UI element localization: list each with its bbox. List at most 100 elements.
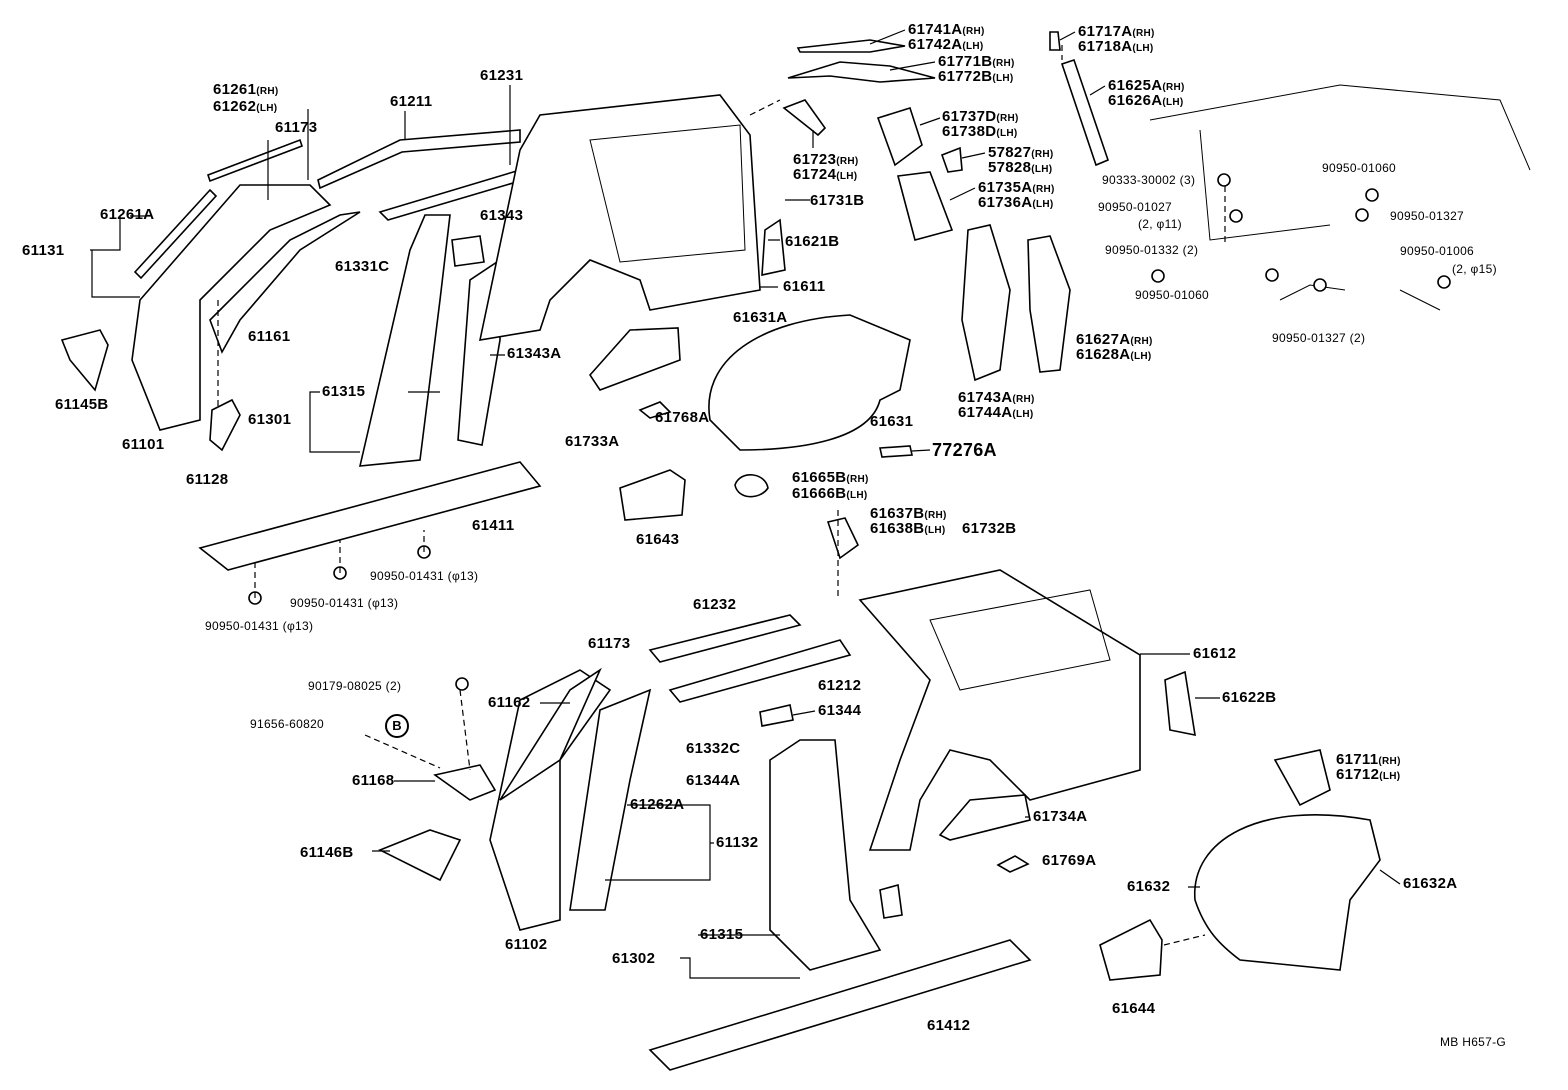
label-77276A: 77276A	[932, 440, 997, 460]
part-61145B-bracket	[60, 329, 109, 392]
label-61772B: 61772B(LH)	[938, 68, 1014, 85]
label-61173-lower: 61173	[588, 635, 631, 652]
label-57828: 57828(LH)	[988, 159, 1053, 176]
label-61102: 61102	[505, 936, 548, 953]
label-90950-01332: 90950-01332 (2)	[1105, 243, 1199, 257]
part-61261A-weatherstrip	[133, 188, 218, 280]
label-90950-01327-a: 90950-01327	[1390, 209, 1465, 223]
circled-b-reference: B	[385, 714, 409, 738]
label-61173-upper: 61173	[275, 119, 318, 136]
label-61621B: 61621B	[785, 233, 840, 250]
part-61643-bracket	[619, 469, 686, 521]
label-61411: 61411	[472, 517, 515, 534]
label-61343: 61343	[480, 207, 524, 224]
label-61261A: 61261A	[100, 206, 155, 223]
fastener-grommet	[1437, 275, 1451, 289]
label-90950-01006: 90950-01006	[1400, 244, 1475, 258]
label-61665B: 61665B(RH)	[792, 469, 869, 486]
part-61331C-reinforcement	[451, 235, 485, 267]
part-61637B-bracket	[826, 517, 860, 560]
part-61622B-bracket	[1164, 670, 1196, 737]
label-61638B: 61638B(LH)	[870, 520, 946, 537]
part-61711-bracket	[1273, 749, 1331, 807]
part-61611-quarter-panel	[478, 94, 761, 341]
label-91656-60820: 91656-60820	[250, 717, 325, 731]
label-61211: 61211	[390, 93, 433, 110]
label-61712: 61712(LH)	[1336, 766, 1401, 783]
label-90950-01060-a: 90950-01060	[1322, 161, 1397, 175]
part-61741A-brace	[796, 39, 906, 53]
label-61315-lower: 61315	[700, 926, 744, 943]
part-61261-moulding	[206, 138, 304, 183]
label-61262: 61262(LH)	[213, 98, 278, 115]
label-61737D: 61737D(RH)	[942, 108, 1019, 125]
part-61644-bracket	[1099, 918, 1163, 981]
part-61612-quarter-panel	[858, 569, 1141, 851]
label-61331C: 61331C	[335, 258, 390, 275]
part-61132-pillar	[569, 688, 652, 911]
part-61734A-panel	[938, 794, 1031, 841]
label-61343A: 61343A	[507, 345, 562, 362]
fastener-grommet	[1365, 188, 1379, 202]
label-61344: 61344	[818, 702, 862, 719]
part-61302-center-pillar	[769, 739, 882, 971]
label-61625A: 61625A(RH)	[1108, 77, 1185, 94]
part-61717A-clip	[1049, 31, 1061, 51]
label-61161: 61161	[248, 328, 291, 345]
part-57827-plate	[940, 146, 963, 173]
label-61232: 61232	[693, 596, 737, 613]
label-61628A: 61628A(LH)	[1076, 346, 1152, 363]
fastener-grommet	[1265, 268, 1279, 282]
label-90950-01006-qty: (2, φ15)	[1452, 262, 1497, 276]
label-61145B: 61145B	[55, 396, 109, 413]
part-61168-bracket	[433, 764, 497, 801]
fastener-grommet	[1355, 208, 1369, 222]
label-90950-01327-b: 90950-01327 (2)	[1272, 331, 1366, 345]
leader-lines	[90, 29, 1401, 979]
label-61771B: 61771B(RH)	[938, 53, 1015, 70]
label-61731B: 61731B	[810, 192, 865, 209]
label-61718A: 61718A(LH)	[1078, 38, 1154, 55]
label-61622B: 61622B	[1222, 689, 1277, 706]
part-61771B-brace	[787, 61, 936, 83]
label-61723: 61723(RH)	[793, 151, 859, 168]
label-61644: 61644	[1112, 1000, 1156, 1017]
label-90950-01431-a: 90950-01431 (φ13)	[370, 569, 479, 583]
fastener-bolt	[455, 677, 469, 691]
label-90950-01027-qty: (2, φ11)	[1138, 217, 1182, 231]
part-61733A-panel	[588, 327, 681, 391]
vehicle-body-outline	[1149, 84, 1531, 311]
part-61128-bracket	[209, 398, 241, 452]
part-61632-wheelhouse	[1194, 814, 1381, 971]
label-61315-upper: 61315	[322, 383, 366, 400]
quarter-window-opening	[589, 124, 746, 263]
part-61232-rail	[648, 614, 802, 663]
part-61743A-pillar	[961, 224, 1011, 382]
part-61344-reinforcement	[759, 704, 794, 727]
label-61231: 61231	[480, 67, 524, 84]
label-90950-01027: 90950-01027	[1098, 200, 1173, 214]
part-77276A-strip	[879, 445, 913, 458]
fastener-grommet	[1217, 173, 1231, 187]
label-61128: 61128	[186, 471, 229, 488]
label-61717A: 61717A(RH)	[1078, 23, 1155, 40]
label-90333-30002: 90333-30002 (3)	[1102, 173, 1196, 187]
label-61631: 61631	[870, 413, 914, 430]
part-61769A-clip	[996, 855, 1030, 873]
label-61101: 61101	[122, 436, 165, 453]
part-61412-rocker	[648, 939, 1032, 1071]
label-61724: 61724(LH)	[793, 166, 858, 183]
part-61102-front-pillar	[489, 669, 612, 931]
label-90950-01431-c: 90950-01431 (φ13)	[205, 619, 314, 633]
label-61743A: 61743A(RH)	[958, 389, 1035, 406]
label-61632A: 61632A	[1403, 875, 1458, 892]
label-90950-01060-b: 90950-01060	[1135, 288, 1210, 302]
label-61612: 61612	[1193, 645, 1237, 662]
label-61611: 61611	[783, 278, 826, 295]
label-61412: 61412	[927, 1017, 971, 1034]
label-61262A: 61262A	[630, 796, 685, 813]
part-61723-bracket	[782, 99, 827, 137]
part-61631A-wheelhouse	[708, 314, 911, 451]
part-61146B-bracket	[378, 829, 462, 882]
